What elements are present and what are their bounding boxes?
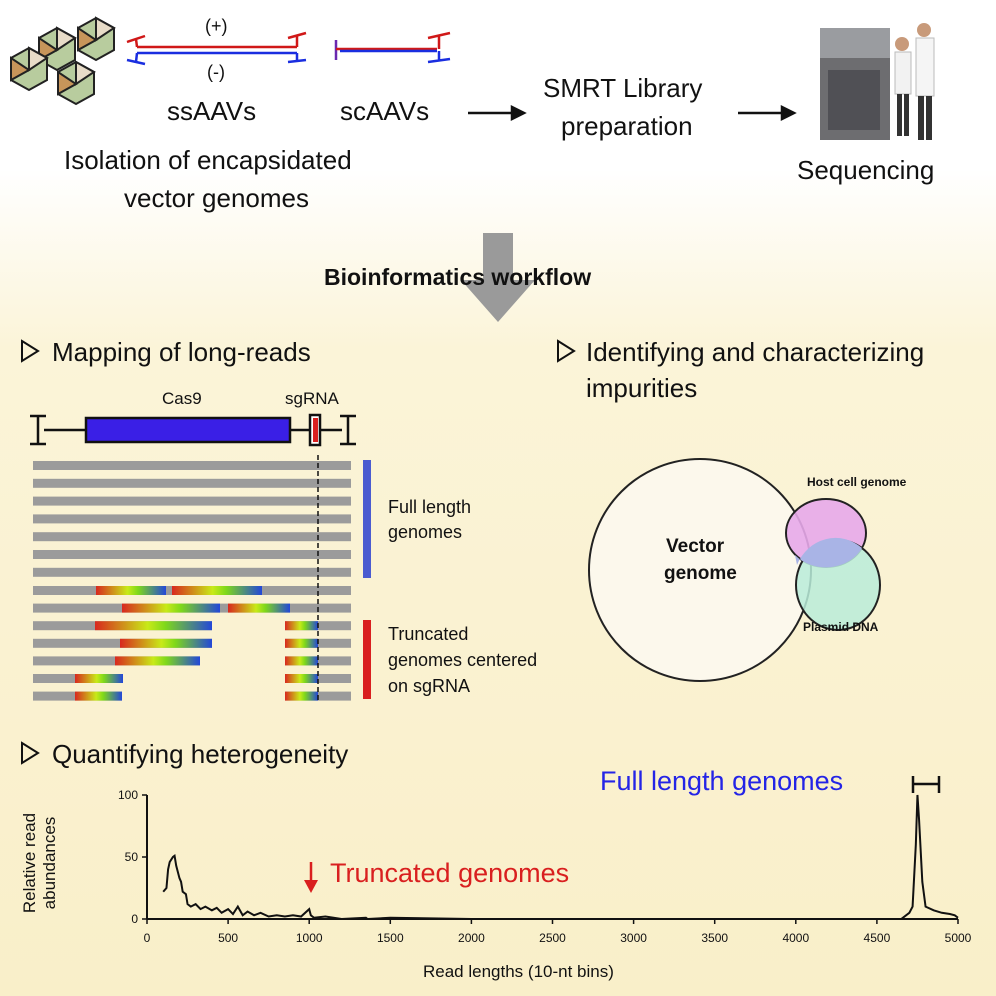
x-tick-label: 2000	[458, 931, 485, 945]
full-length-annotation: Full length genomes	[600, 766, 844, 796]
gene-map	[30, 413, 356, 447]
cas9-label: Cas9	[162, 389, 202, 408]
x-tick-label: 2500	[539, 931, 566, 945]
y-tick-label: 100	[118, 788, 138, 802]
x-tick-label: 1000	[296, 931, 323, 945]
scaav-genome-icon	[334, 31, 451, 64]
coverage-segment	[285, 638, 318, 648]
x-tick-label: 4500	[864, 931, 891, 945]
workflow-title: Bioinformatics workflow	[324, 264, 592, 290]
full-length-read	[33, 532, 351, 542]
venn-diagram	[588, 458, 881, 682]
ssaav-genome-icon	[126, 31, 307, 66]
chart-y-label: Relative read abundances	[20, 812, 59, 914]
coverage-segment	[285, 621, 318, 631]
coverage-segment	[96, 586, 166, 595]
y-tick-label: 0	[131, 912, 138, 926]
full-length-label-line1: Full length	[388, 497, 472, 517]
full-length-read	[33, 496, 351, 506]
host-cell-genome-label: Host cell genome	[807, 475, 907, 489]
full-length-read	[33, 478, 351, 488]
minus-strand-label: (-)	[207, 62, 225, 82]
smrt-label-line2: preparation	[561, 111, 693, 141]
full-length-read	[33, 461, 351, 470]
capsid-icons	[10, 16, 116, 106]
coverage-segment	[285, 656, 318, 666]
full-length-bar	[363, 460, 371, 578]
chart-x-label: Read lengths (10-nt bins)	[423, 962, 614, 981]
red-down-arrow-icon	[304, 862, 318, 893]
ssaav-label: ssAAVs	[167, 96, 257, 126]
full-length-bracket-icon	[911, 776, 941, 793]
plasmid-dna-label: Plasmid DNA	[803, 620, 879, 634]
x-tick-label: 3000	[620, 931, 647, 945]
coverage-segment	[115, 656, 200, 666]
impurities-heading-line2: impurities	[586, 373, 698, 403]
x-tick-label: 5000	[945, 931, 972, 945]
truncated-bar	[363, 620, 371, 699]
x-tick-label: 500	[218, 931, 238, 945]
coverage-segment	[120, 638, 212, 648]
bullet-arrow-icons	[21, 339, 576, 765]
isolation-label-line2: vector genomes	[124, 183, 309, 213]
sgrna-label: sgRNA	[285, 389, 339, 408]
full-length-label-line2: genomes	[388, 522, 463, 542]
arrow-icons	[468, 104, 797, 122]
full-length-read	[33, 550, 351, 559]
coverage-segment	[75, 691, 122, 701]
x-tick-label: 4000	[782, 931, 809, 945]
sequencing-label: Sequencing	[797, 155, 935, 185]
coverage-segment	[172, 586, 262, 595]
scaav-label: scAAVs	[340, 96, 430, 126]
abundance-series-line	[162, 794, 959, 921]
full-length-read	[33, 514, 351, 524]
smrt-label-line1: SMRT Library	[543, 73, 703, 103]
truncated-label-line3: on sgRNA	[388, 676, 471, 696]
reads-alignment	[33, 461, 351, 701]
vector-genome-label-line1: Vector	[666, 536, 725, 557]
mapping-heading: Mapping of long-reads	[52, 337, 311, 367]
sequencer-image	[820, 23, 935, 140]
full-length-read	[33, 567, 351, 577]
truncated-annotation: Truncated genomes	[330, 858, 570, 888]
coverage-segment	[285, 691, 318, 701]
y-tick-label: 50	[125, 850, 139, 864]
truncated-label-line2: genomes centered	[388, 650, 538, 670]
truncated-label-line1: Truncated	[388, 624, 469, 644]
heterogeneity-heading: Quantifying heterogeneity	[52, 739, 349, 769]
x-tick-label: 3500	[701, 931, 728, 945]
x-tick-label: 0	[144, 931, 151, 945]
coverage-segment	[95, 621, 212, 631]
plus-strand-label: (+)	[205, 16, 228, 36]
coverage-segment	[75, 674, 123, 683]
vector-genome-label-line2: genome	[664, 563, 737, 584]
coverage-segment	[122, 603, 220, 613]
coverage-segment	[228, 603, 290, 613]
coverage-segment	[285, 674, 318, 683]
isolation-label-line1: Isolation of encapsidated	[64, 145, 352, 175]
x-tick-label: 1500	[377, 931, 404, 945]
impurities-heading-line1: Identifying and characterizing	[586, 337, 925, 367]
down-arrow-icon	[461, 233, 535, 322]
